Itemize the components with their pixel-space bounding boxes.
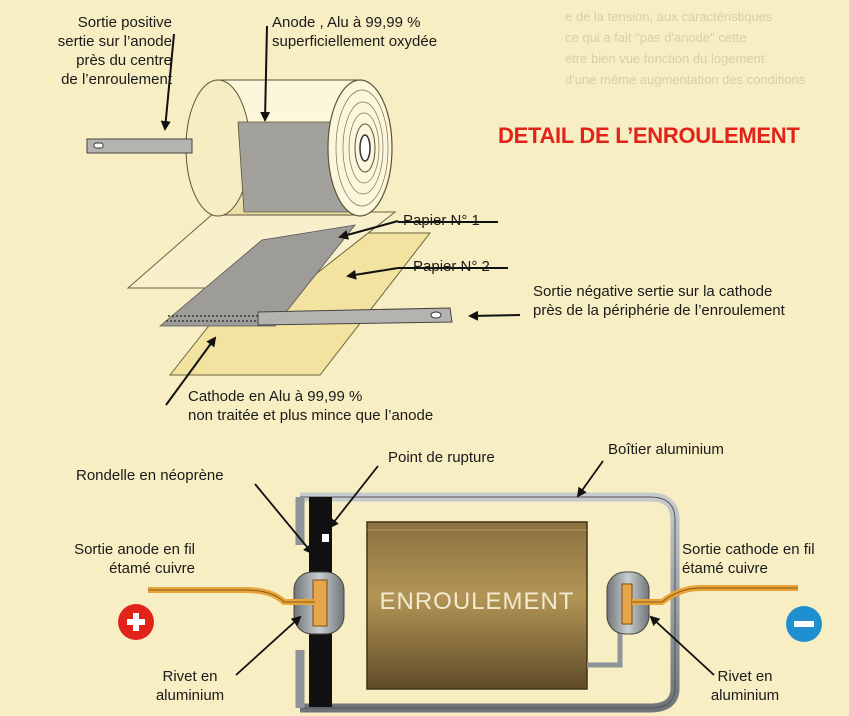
label-papier-1: Papier N° 1 bbox=[403, 212, 480, 229]
label-boitier: Boîtier aluminium bbox=[608, 441, 724, 458]
label-point-rupture: Point de rupture bbox=[388, 449, 495, 466]
label-cathode: Cathode en Alu à 99,99 % non traitée et … bbox=[188, 388, 434, 424]
capacitor-assembly bbox=[148, 492, 798, 713]
label-papier-2: Papier N° 2 bbox=[413, 258, 490, 275]
diagram-title: DETAIL DE L’ENROULEMENT bbox=[498, 123, 800, 148]
callout-arrows-bottom bbox=[235, 460, 715, 676]
winding-label: ENROULEMENT bbox=[379, 588, 575, 615]
background-texture: ce qui a fait "pas d'anode" cette bbox=[565, 30, 747, 45]
background-texture: d'une même augmentation des conditions bbox=[565, 72, 806, 87]
label-rivet-right: Rivet en aluminium bbox=[710, 668, 780, 704]
label-sortie-anode: Sortie anode en fil étamé cuivre bbox=[74, 541, 195, 577]
label-rivet-left: Rivet en aluminium bbox=[155, 668, 225, 704]
background-texture: e de la tension, aux caractéristiques bbox=[565, 9, 773, 24]
cathode-lead-wire bbox=[632, 585, 798, 605]
label-sortie-negative: Sortie négative sertie sur la cathode pr… bbox=[533, 283, 785, 319]
label-anode: Anode , Alu à 99,99 % superficiellement … bbox=[272, 14, 438, 50]
positive-tab bbox=[86, 138, 193, 154]
label-sortie-cathode: Sortie cathode en fil étamé cuivre bbox=[682, 541, 815, 577]
label-sortie-positive: Sortie positive sertie sur l’anode près … bbox=[57, 14, 172, 88]
cathode-foil bbox=[158, 224, 356, 327]
anode-lead-wire bbox=[148, 587, 315, 605]
callout-arrows-top bbox=[160, 25, 521, 406]
background-texture: étre bien vue fonction du logement bbox=[565, 51, 765, 66]
plus-icon bbox=[118, 604, 154, 640]
label-rondelle: Rondelle en néoprène bbox=[76, 467, 224, 484]
negative-tab bbox=[257, 307, 453, 326]
winding-roll bbox=[86, 79, 453, 376]
winding-block bbox=[366, 521, 588, 690]
minus-icon bbox=[786, 606, 822, 642]
